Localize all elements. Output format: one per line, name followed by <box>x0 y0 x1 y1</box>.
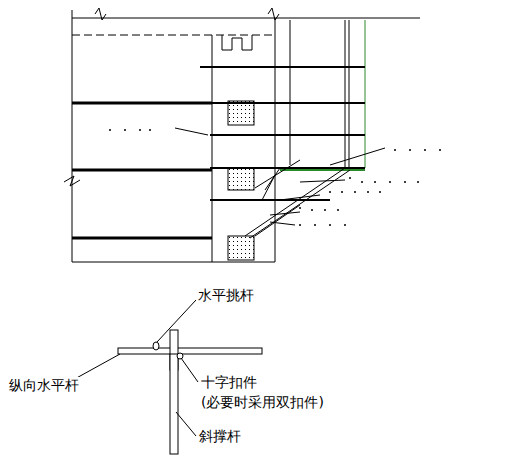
part-label: 纵向水平杆 <box>8 377 80 394</box>
part-label: 水平挑杆 <box>197 287 255 304</box>
part-label: (必要时采用双扣件) <box>200 394 325 411</box>
part-label: 斜撑杆 <box>198 428 242 445</box>
part-label: 十字扣件 <box>200 374 258 391</box>
